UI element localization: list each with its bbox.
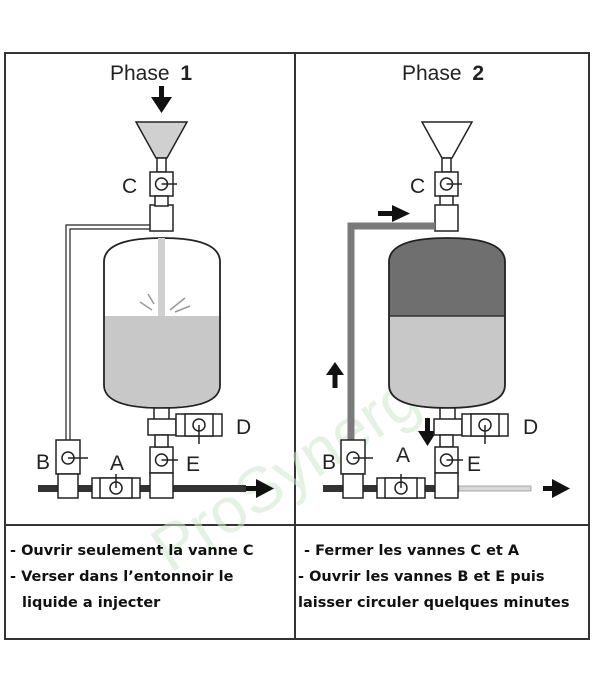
tank-icon bbox=[388, 237, 506, 409]
phase-2-instruction-2: - Ouvrir les vannes B et E puis bbox=[298, 569, 545, 585]
phase-1-panel: Phase 1 C bbox=[36, 62, 274, 499]
valve-a-icon bbox=[376, 474, 426, 499]
valve-e-icon bbox=[149, 434, 178, 474]
down-arrow-icon bbox=[418, 418, 437, 446]
funnel-icon bbox=[420, 121, 474, 173]
right-arrow-icon bbox=[246, 479, 274, 498]
phase-2-instruction-3: laisser circuler quelques minutes bbox=[298, 595, 570, 611]
valve-c-icon bbox=[434, 171, 462, 197]
tee-bottom bbox=[433, 418, 463, 436]
valve-a-icon bbox=[91, 474, 141, 499]
valve-b-icon bbox=[340, 439, 373, 475]
valve-b-icon bbox=[55, 439, 88, 475]
valve-c-icon bbox=[149, 171, 177, 197]
valve-e-label: E bbox=[186, 453, 200, 476]
up-arrow-icon bbox=[326, 362, 344, 388]
phase-2-panel: Phase 2 C bbox=[322, 62, 570, 499]
valve-e-icon bbox=[434, 434, 463, 474]
funnel-icon bbox=[134, 121, 189, 173]
tee-fitting bbox=[434, 204, 459, 232]
valve-b-label: B bbox=[36, 451, 50, 474]
valve-a-label: A bbox=[396, 444, 410, 467]
phase-1-instruction-2: - Verser dans l’entonnoir le bbox=[10, 569, 234, 585]
circulation-line bbox=[347, 222, 435, 440]
main-pipe bbox=[38, 485, 246, 492]
valve-d-icon bbox=[461, 413, 509, 444]
phase-2-instruction-1: - Fermer les vannes C et A bbox=[304, 543, 520, 559]
valve-c-label: C bbox=[122, 175, 137, 198]
phase-1-title: Phase 1 bbox=[110, 62, 192, 85]
phase-2-title: Phase 2 bbox=[402, 62, 484, 85]
phase-2-number: 2 bbox=[472, 62, 484, 85]
tank-icon bbox=[103, 237, 221, 409]
valve-c-label: C bbox=[410, 175, 425, 198]
phase-1-number: 1 bbox=[180, 62, 192, 85]
right-arrow-icon bbox=[543, 479, 570, 498]
phase-1-instruction-3: liquide a injecter bbox=[22, 595, 161, 611]
valve-d-label: D bbox=[236, 416, 251, 439]
right-arrow-icon bbox=[378, 205, 410, 222]
valve-b-label: B bbox=[322, 451, 336, 474]
phase-2-instructions: - Fermer les vannes C et A - Ouvrir les … bbox=[298, 538, 570, 616]
phase-1-instructions: - Ouvrir seulement la vanne C - Verser d… bbox=[10, 538, 254, 616]
tee-bottom bbox=[147, 418, 177, 436]
valve-d-icon bbox=[175, 413, 223, 444]
valve-e-label: E bbox=[467, 453, 481, 476]
valve-d-label: D bbox=[523, 416, 538, 439]
phase-1-instruction-1: - Ouvrir seulement la vanne C bbox=[10, 543, 254, 559]
bypass-line bbox=[65, 224, 150, 440]
tee-fitting bbox=[149, 204, 174, 232]
outer-frame bbox=[4, 52, 590, 640]
valve-a-label: A bbox=[110, 452, 124, 475]
down-arrow-icon bbox=[151, 86, 172, 113]
